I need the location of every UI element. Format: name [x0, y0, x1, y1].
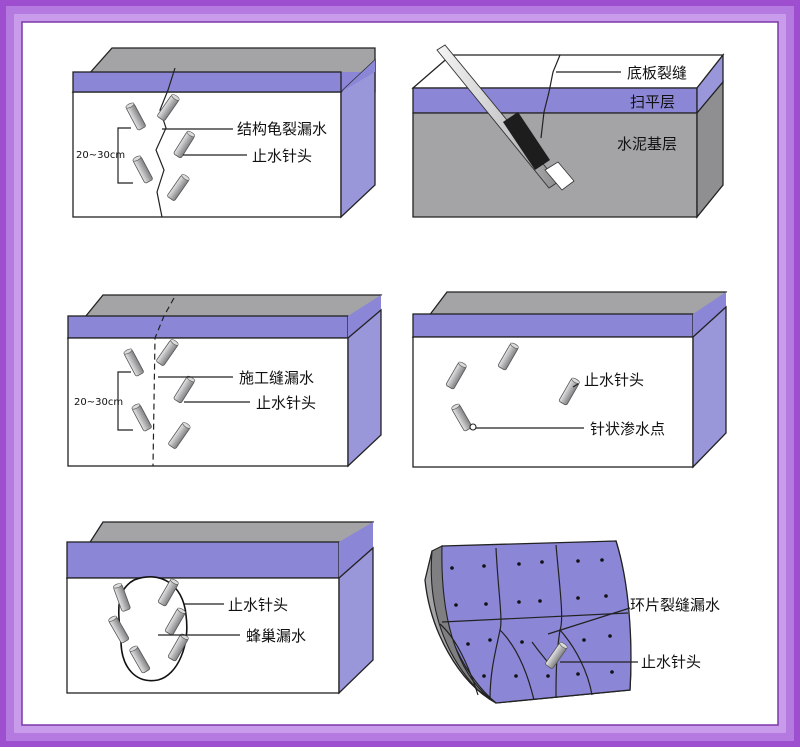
panel-construction-joint: 20~30cm 施工缝漏水 止水针头 — [66, 294, 383, 468]
panel-structural-crack: 20~30cm 结构龟裂漏水 止水针头 — [71, 47, 376, 219]
spacing-label: 20~30cm — [74, 397, 123, 408]
needle-label: 止水针头 — [252, 147, 312, 165]
leveling-layer-label: 扫平层 — [630, 93, 675, 111]
spacing-label: 20~30cm — [76, 150, 125, 161]
ring-crack-label: 环片裂缝漏水 — [630, 596, 720, 614]
needle-label: 止水针头 — [641, 653, 701, 671]
needle-label: 止水针头 — [584, 371, 644, 389]
joint-label: 施工缝漏水 — [239, 369, 314, 387]
crack-label: 底板裂缝 — [627, 64, 687, 82]
needle-label: 止水针头 — [256, 394, 316, 412]
seepage-point-label: 针状渗水点 — [590, 420, 665, 438]
panel-floor-crack: 底板裂缝 扫平层 水泥基层 — [411, 44, 725, 219]
crack-label: 结构龟裂漏水 — [237, 120, 327, 138]
honeycomb-label: 蜂巢漏水 — [246, 627, 306, 645]
panel-honeycomb: 止水针头 蜂巢漏水 — [65, 521, 375, 695]
needle-label: 止水针头 — [228, 596, 288, 614]
cement-base-label: 水泥基层 — [617, 135, 677, 153]
panel-pinhole-seepage: 止水针头 针状渗水点 — [411, 291, 728, 469]
panel-tunnel-segment: 环片裂缝漏水 止水针头 — [424, 540, 720, 704]
